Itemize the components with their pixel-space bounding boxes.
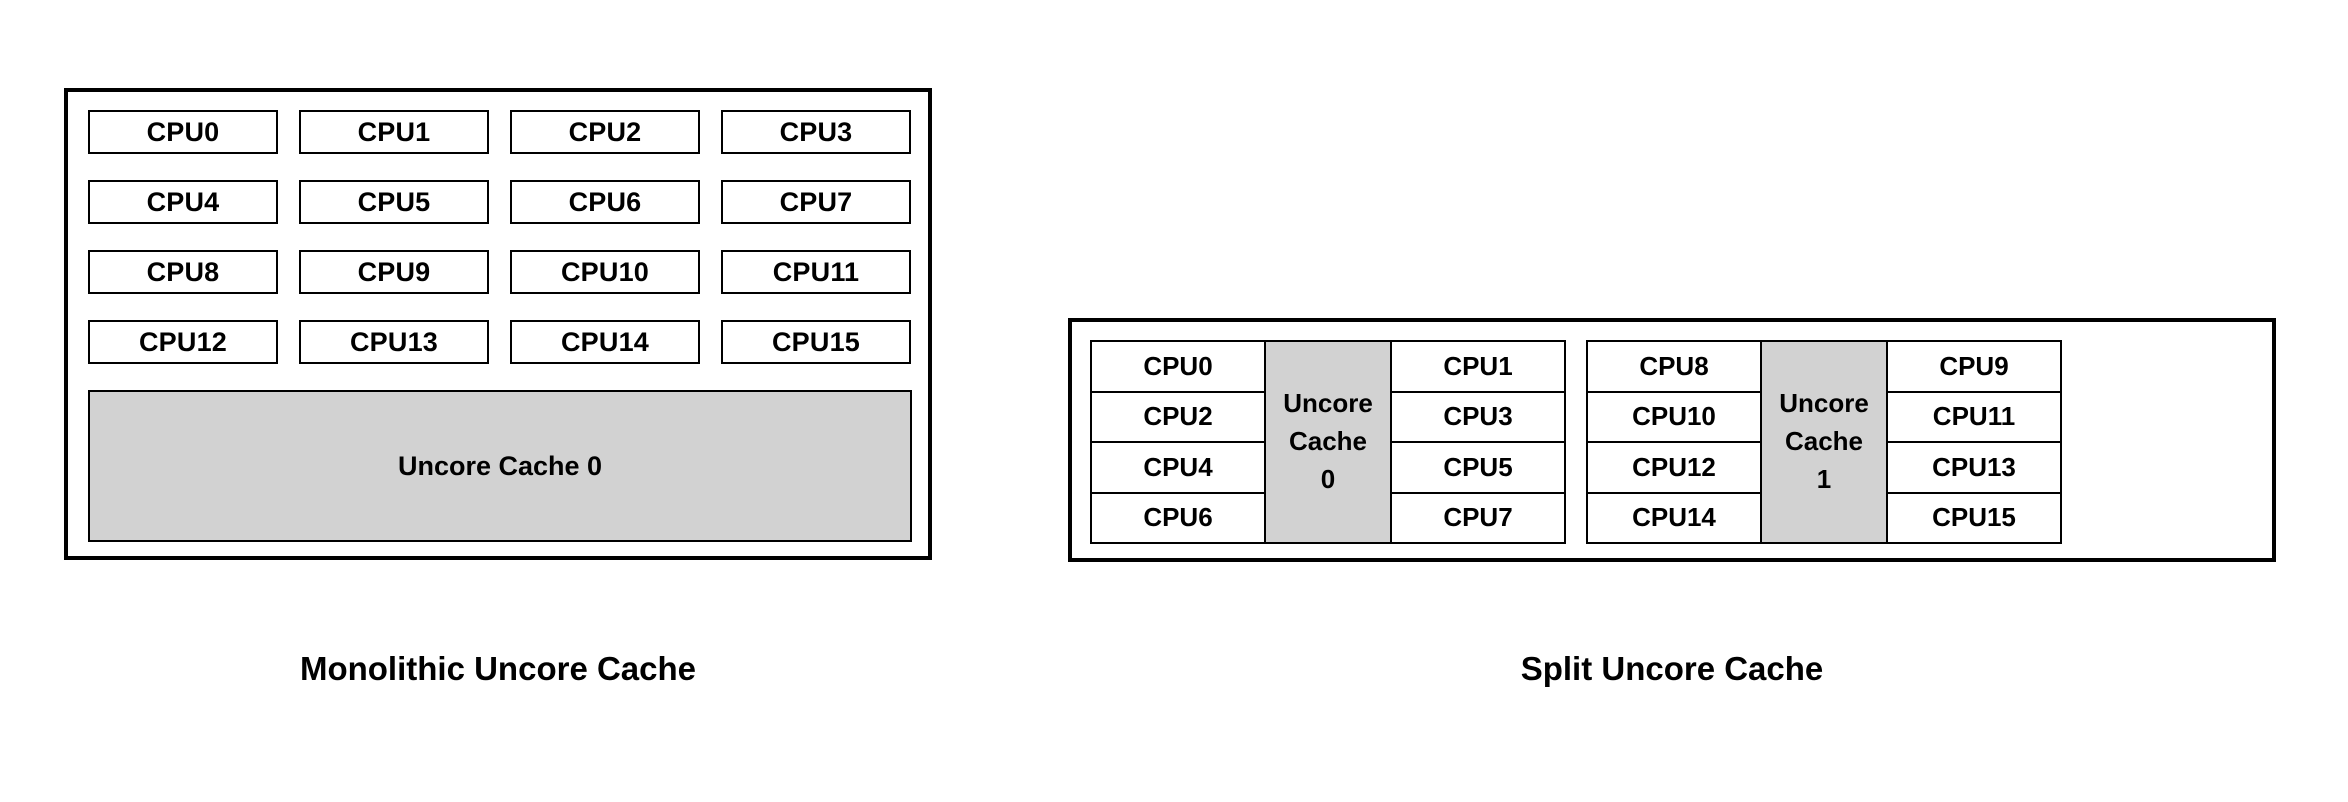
cpu-box: CPU6 [510, 180, 700, 224]
uncore-cache-block: Uncore Cache 0 [88, 390, 912, 542]
cpu-box: CPU1 [1390, 340, 1566, 393]
uncore-cache-line: Cache [1288, 426, 1368, 457]
cluster-1-right-cpu-column: CPU9 CPU11 CPU13 CPU15 [1886, 340, 2062, 544]
cpu-box: CPU5 [1390, 441, 1566, 494]
uncore-cache-block-1: Uncore Cache 1 [1760, 340, 1888, 544]
cpu-box: CPU9 [299, 250, 489, 294]
uncore-cache-index: 0 [1320, 463, 1336, 494]
cpu-box: CPU13 [299, 320, 489, 364]
cpu-box: CPU12 [88, 320, 278, 364]
uncore-cache-line: Uncore [1283, 388, 1373, 419]
cpu-box: CPU14 [510, 320, 700, 364]
monolithic-uncore-cache-figure: CPU0 CPU1 CPU2 CPU3 CPU4 CPU5 CPU6 CPU7 … [64, 88, 932, 560]
cpu-box: CPU3 [721, 110, 911, 154]
cluster-0: CPU0 CPU2 CPU4 CPU6 Uncore Cache 0 CPU1 … [1090, 340, 1566, 544]
cpu-box: CPU3 [1390, 390, 1566, 443]
split-uncore-cache-figure: CPU0 CPU2 CPU4 CPU6 Uncore Cache 0 CPU1 … [1068, 318, 2276, 562]
cpu-box: CPU6 [1090, 491, 1266, 544]
cpu-box: CPU0 [88, 110, 278, 154]
cluster-1: CPU8 CPU10 CPU12 CPU14 Uncore Cache 1 CP… [1586, 340, 2062, 544]
cpu-box: CPU8 [1586, 340, 1762, 393]
cpu-box: CPU11 [721, 250, 911, 294]
uncore-cache-line: Uncore [1779, 388, 1869, 419]
cluster-0-right-cpu-column: CPU1 CPU3 CPU5 CPU7 [1390, 340, 1566, 544]
cpu-box: CPU15 [1886, 491, 2062, 544]
cpu-box: CPU5 [299, 180, 489, 224]
uncore-cache-index: 1 [1816, 463, 1832, 494]
cpu-box: CPU12 [1586, 441, 1762, 494]
cpu-box: CPU10 [510, 250, 700, 294]
cpu-box: CPU2 [1090, 390, 1266, 443]
cpu-box: CPU2 [510, 110, 700, 154]
uncore-cache-block-0: Uncore Cache 0 [1264, 340, 1392, 544]
cpu-box: CPU4 [88, 180, 278, 224]
cluster-1-left-cpu-column: CPU8 CPU10 CPU12 CPU14 [1586, 340, 1762, 544]
split-socket-panel: CPU0 CPU2 CPU4 CPU6 Uncore Cache 0 CPU1 … [1068, 318, 2276, 562]
cluster-0-left-cpu-column: CPU0 CPU2 CPU4 CPU6 [1090, 340, 1266, 544]
cpu-box: CPU8 [88, 250, 278, 294]
uncore-cache-line: Cache [1784, 426, 1864, 457]
cpu-box: CPU7 [721, 180, 911, 224]
cpu-box: CPU9 [1886, 340, 2062, 393]
split-caption: Split Uncore Cache [1520, 650, 1824, 687]
monolithic-caption: Monolithic Uncore Cache [299, 650, 697, 687]
cpu-box: CPU13 [1886, 441, 2062, 494]
cpu-box: CPU11 [1886, 390, 2062, 443]
monolithic-cpu-grid: CPU0 CPU1 CPU2 CPU3 CPU4 CPU5 CPU6 CPU7 … [88, 110, 911, 364]
cpu-box: CPU4 [1090, 441, 1266, 494]
cpu-box: CPU1 [299, 110, 489, 154]
cpu-box: CPU0 [1090, 340, 1266, 393]
cpu-box: CPU7 [1390, 491, 1566, 544]
monolithic-socket-panel: CPU0 CPU1 CPU2 CPU3 CPU4 CPU5 CPU6 CPU7 … [64, 88, 932, 560]
cpu-box: CPU15 [721, 320, 911, 364]
cpu-box: CPU10 [1586, 390, 1762, 443]
cpu-box: CPU14 [1586, 491, 1762, 544]
